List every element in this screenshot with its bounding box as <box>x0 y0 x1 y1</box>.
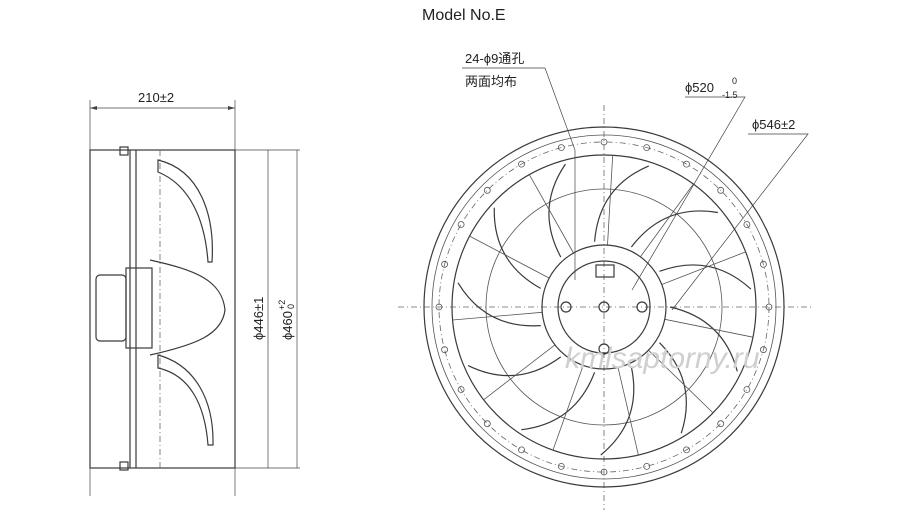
guard-spoke <box>552 365 584 451</box>
bolt-circle-leader <box>631 96 746 291</box>
mounting-hole <box>483 420 491 428</box>
inner-dia-label: ϕ446±1 <box>251 297 266 340</box>
mounting-hole <box>760 260 767 268</box>
mounting-hole <box>435 303 443 311</box>
mounting-hole <box>518 160 525 168</box>
hub-inner <box>557 260 651 354</box>
clip-bottom <box>119 461 129 471</box>
mounting-hole <box>557 144 565 152</box>
guard-spoke <box>640 183 694 258</box>
mounting-hole <box>717 186 725 194</box>
impeller-blade <box>594 165 650 242</box>
flange-leader <box>671 133 809 311</box>
arrow-left <box>90 106 97 110</box>
guard-spoke <box>607 155 614 246</box>
outer-dia-tol-lower: 0 <box>286 304 296 309</box>
mounting-hole <box>441 260 449 268</box>
arrow-right <box>228 106 235 110</box>
blade-bottom <box>157 354 214 446</box>
bolt-circle-tol-upper: 0 <box>732 76 737 86</box>
guard-ring <box>485 188 723 426</box>
outer-dia-tol-upper: +2 <box>277 300 287 310</box>
guard-spoke <box>648 349 714 414</box>
impeller-blade <box>467 356 562 377</box>
impeller-blade <box>600 366 635 456</box>
hub-screw-right <box>636 301 648 313</box>
bolt-circle-tol-lower: -1.5 <box>722 90 738 100</box>
hub-outline <box>149 259 226 356</box>
hub-screw-left <box>560 301 572 313</box>
holes-note: 两面均布 <box>465 74 517 89</box>
housing-outline <box>89 149 236 469</box>
mounting-hole <box>643 462 651 470</box>
guard-spoke <box>617 367 639 456</box>
mounting-hole <box>643 144 651 152</box>
hub-outer <box>541 244 667 370</box>
impeller-blade <box>457 282 541 327</box>
flange-inner-circle <box>431 134 777 480</box>
depth-label: 210±2 <box>138 90 174 105</box>
impeller-blade <box>659 264 752 290</box>
mounting-hole <box>600 138 608 146</box>
mounting-hole <box>765 303 773 311</box>
mounting-hole <box>457 221 465 228</box>
terminal-box <box>595 264 615 278</box>
hub-screw-bottom <box>598 343 610 355</box>
mounting-hole <box>717 420 725 428</box>
mounting-holes <box>435 138 773 476</box>
holes-leader <box>462 67 576 280</box>
side-view: 210±2 ϕ446±1 ϕ460 +2 0 <box>89 90 300 496</box>
bolt-circle-label: ϕ520 <box>685 80 714 95</box>
motor-body <box>95 274 127 342</box>
motor-mount <box>125 267 153 349</box>
mounting-hole <box>518 446 525 454</box>
impeller-blades <box>452 155 754 456</box>
guard-spoke <box>452 311 543 321</box>
flange-outer-circle <box>423 126 785 488</box>
mounting-hole <box>600 468 608 476</box>
mounting-hole <box>743 386 751 393</box>
holes-label: 24-ϕ9通孔 <box>465 51 524 66</box>
clip-top <box>119 146 129 156</box>
drawing-title: Model No.E <box>422 7 506 24</box>
impeller-blade <box>630 210 719 248</box>
guard-spoke <box>469 235 550 279</box>
mounting-hole <box>483 186 491 194</box>
guard-spoke <box>661 251 746 285</box>
hub-center <box>598 301 610 313</box>
mounting-hole <box>683 160 690 168</box>
mounting-hole <box>743 221 751 228</box>
flange-label: ϕ546±2 <box>752 117 795 132</box>
bolt-circle <box>438 141 770 473</box>
impeller-blade <box>493 207 541 289</box>
front-view: 24-ϕ9通孔 两面均布 ϕ520 0 -1.5 ϕ546±2 <box>398 51 812 510</box>
ring-circle <box>451 154 757 460</box>
mounting-hole <box>441 346 449 354</box>
watermark: kmlsaptorny.ru <box>565 342 760 375</box>
guard-spoke <box>483 344 556 401</box>
mounting-hole <box>760 346 767 354</box>
outer-dia-label: ϕ460 <box>280 311 295 340</box>
mounting-hole <box>557 462 565 470</box>
guard-spoke <box>664 318 754 338</box>
guard-spoke <box>528 174 574 254</box>
mounting-hole <box>457 386 465 393</box>
mounting-hole <box>683 446 690 454</box>
impeller-blade <box>548 163 566 258</box>
blade-top <box>157 159 213 263</box>
